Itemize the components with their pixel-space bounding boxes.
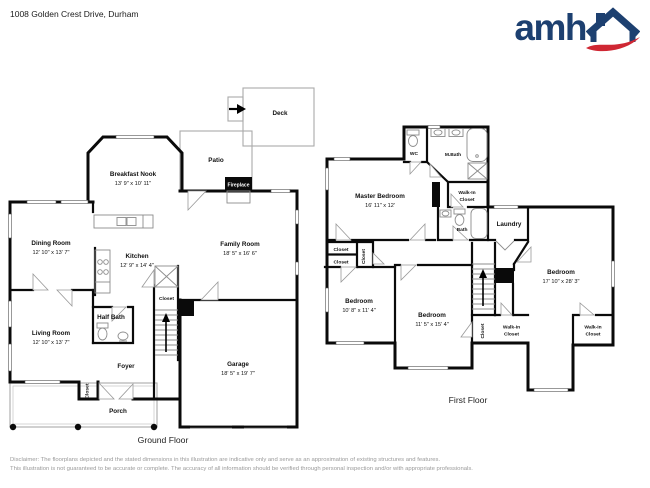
wc-label: WC [410, 151, 419, 157]
laundry-label: Laundry [497, 221, 522, 228]
bedroom-1-label: Bedroom [345, 298, 373, 305]
amh-house-icon [586, 7, 640, 52]
bedroom-2-dims: 11' 5" x 15' 4" [415, 322, 448, 328]
walk-in-right-label1: Walk-In [584, 325, 601, 331]
porch-column [9, 423, 17, 431]
dining-room-label: Dining Room [31, 240, 71, 247]
foyer-label: Foyer [117, 363, 135, 370]
closet-c-label: Closet [361, 249, 367, 264]
walk-in-top-label2: Closet [460, 197, 475, 203]
dining-room-dims: 12' 10" x 13' 7" [33, 250, 70, 256]
walk-in-top-label1: Walk-In [458, 190, 475, 196]
stair-closet-label: Closet [480, 323, 486, 338]
garage-label: Garage [227, 361, 249, 368]
living-room-dims: 12' 10" x 13' 7" [33, 340, 70, 346]
m-bath-label: M.Bath [445, 152, 461, 158]
fireplace-block: Fireplace [225, 177, 252, 204]
living-room-label: Living Room [32, 330, 71, 337]
bedroom-1-dims: 10' 8" x 11' 4" [342, 308, 375, 314]
ground-windows [8, 135, 299, 429]
porch-label: Porch [109, 408, 127, 415]
porch-column [150, 423, 158, 431]
disclaimer-line-1: Disclaimer: The floorplans depicted and … [10, 457, 441, 463]
stair-block [495, 268, 514, 283]
family-room-dims: 18' 5" x 16' 6" [223, 251, 257, 257]
first-windows [325, 125, 615, 392]
master-bath-fixtures [406, 128, 488, 180]
patio-label: Patio [208, 157, 224, 164]
kitchen-label: Kitchen [125, 253, 148, 260]
first-floor-caption: First Floor [449, 395, 488, 405]
breakfast-nook-dims: 13' 9" x 10' 11" [115, 181, 151, 187]
ground-doors [32, 190, 219, 400]
bedroom-3-dims: 17' 10" x 28' 3" [543, 279, 580, 285]
hall-bath-fixtures [439, 208, 488, 239]
stairs-up-arrow-icon [479, 269, 487, 278]
half-bath-fixtures [96, 322, 129, 342]
first-floor-plan: WC M.Bath Master Bedroom 16' 11" x 12' W… [323, 125, 615, 405]
walk-in-right-label2: Closet [586, 332, 601, 338]
ground-interior-walls [8, 200, 299, 400]
porch-outline [9, 382, 158, 431]
stairs-up-arrow-icon [162, 313, 170, 322]
kitchen-counter [93, 214, 154, 294]
walk-in-mid-label1: Walk-In [503, 325, 520, 331]
walk-in-mid-label2: Closet [504, 332, 519, 338]
ground-floor-caption: Ground Floor [138, 435, 189, 445]
ground-stairs [155, 309, 178, 356]
half-bath-label: Half Bath [97, 314, 125, 321]
first-stairs [472, 263, 495, 310]
amh-logo-text: amh [514, 7, 587, 48]
disclaimer-line-2: This illustration is not guaranteed to b… [10, 466, 473, 472]
kitchen-dims: 12' 9" x 14' 4" [120, 263, 154, 269]
garage-step-block [178, 300, 194, 316]
family-room-label: Family Room [220, 241, 260, 248]
fireplace-label: Fireplace [228, 183, 250, 189]
ground-floor-plan: Fireplace [8, 87, 315, 445]
bath-label: Bath [457, 227, 468, 233]
entry-closet-label: Closet [85, 383, 91, 398]
closet-a-label: Closet [334, 247, 349, 253]
first-doors [335, 161, 596, 338]
hall-closet-label: Closet [159, 296, 174, 302]
entrance-arrow-icon [237, 104, 246, 114]
closet-b-label: Closet [334, 260, 349, 266]
bedroom-3-label: Bedroom [547, 269, 575, 276]
chase-block [432, 182, 440, 207]
deck-outline [227, 87, 315, 147]
first-exterior-walls [325, 125, 615, 392]
pantry-closet [154, 265, 179, 288]
garage-dims: 18' 5" x 19' 7" [221, 371, 255, 377]
property-address: 1008 Golden Crest Drive, Durham [10, 9, 139, 19]
bedroom-2-label: Bedroom [418, 312, 446, 319]
porch-column [74, 423, 82, 431]
master-bedroom-dims: 16' 11" x 12' [365, 203, 395, 209]
amh-logo: amh [514, 6, 640, 54]
deck-label: Deck [272, 110, 288, 117]
breakfast-nook-label: Breakfast Nook [110, 171, 157, 178]
master-bedroom-label: Master Bedroom [355, 193, 405, 200]
